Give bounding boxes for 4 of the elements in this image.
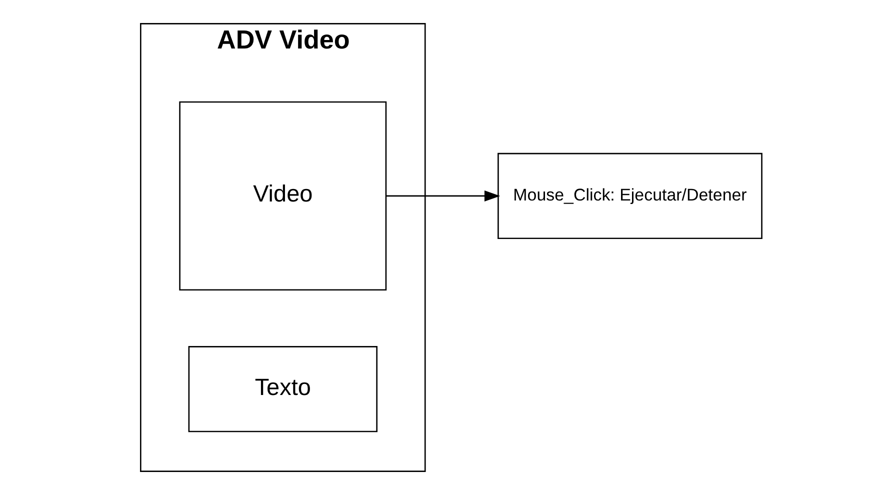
- node-box: Mouse_Click: Ejecutar/Detener: [497, 152, 762, 240]
- arrow: [386, 190, 500, 202]
- node-box: Video: [178, 101, 386, 291]
- node-box: Texto: [188, 346, 377, 432]
